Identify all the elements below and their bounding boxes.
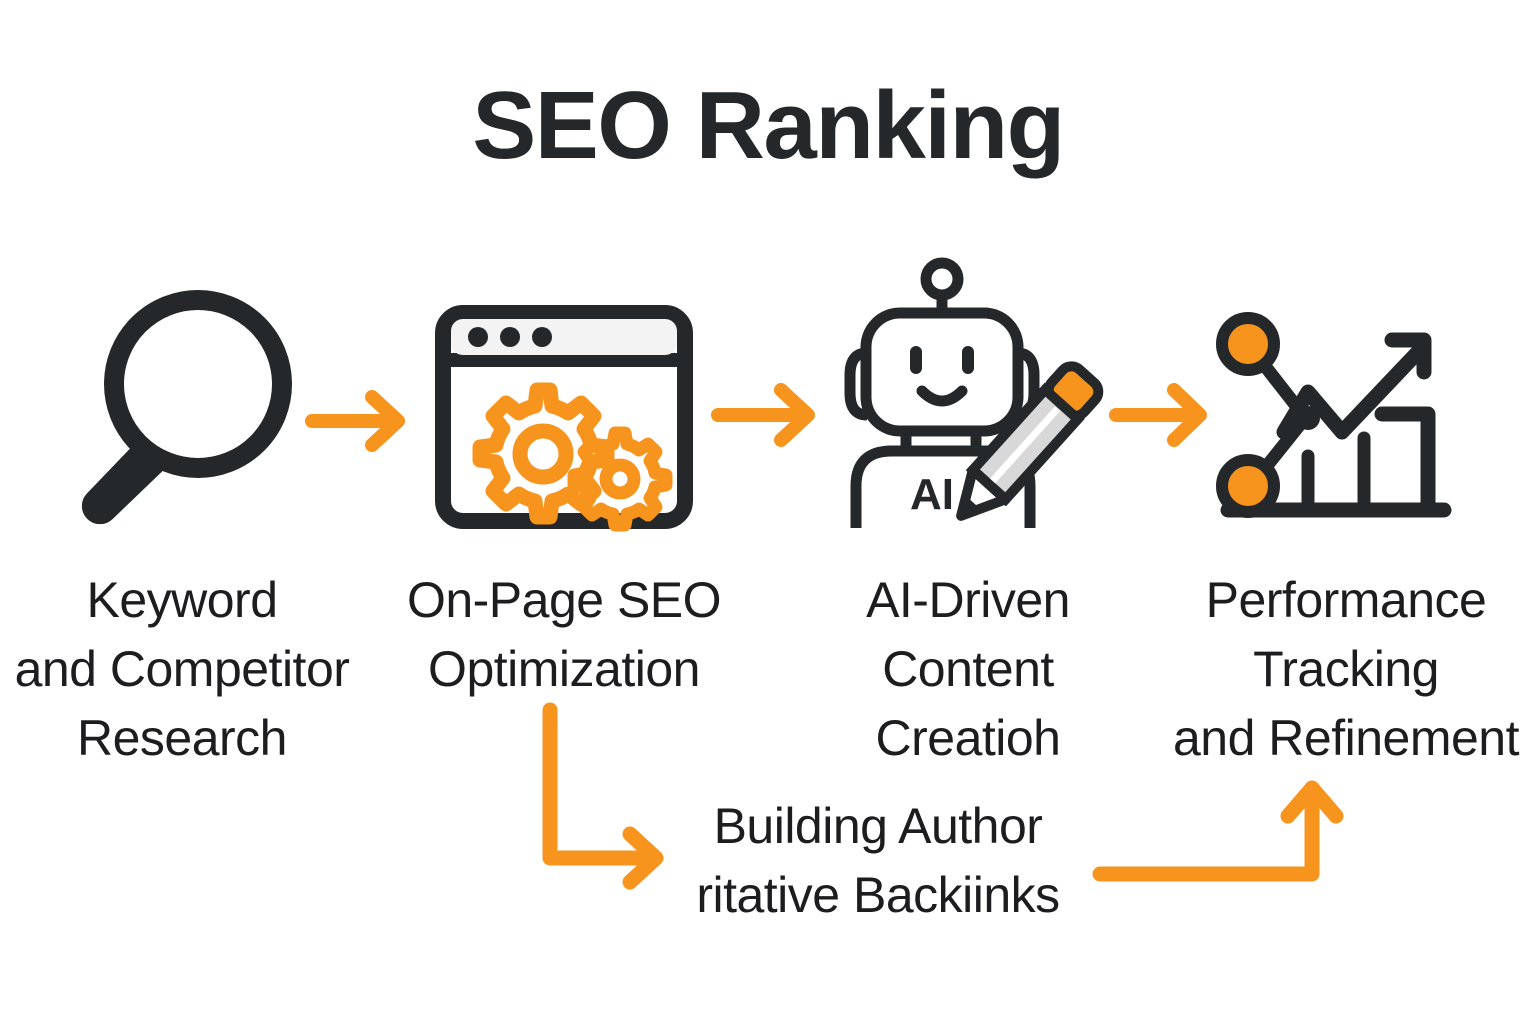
arrow-3-aicontent-to-performance [1109,380,1222,450]
growth-chart-icon [1196,296,1460,536]
step-label-line: On-Page SEO [406,572,722,628]
branch-label-backlinks: Building Author ritative Backiinks [658,792,1098,930]
step-label-line: Optimization [428,641,700,697]
step-label-keyword-research: Keyword and Competitor Research [0,566,382,773]
step-label-line: Keyword [86,572,278,628]
step-label-line: and Competitor [14,641,350,697]
arrow-2-onpage-to-aicontent [711,380,827,450]
branch-label-line: ritative Backiinks [696,867,1060,923]
arrow-5-backlinks-to-performance [1090,778,1350,888]
robot-with-pencil-icon: AI [834,256,1114,542]
step-label-line: Research [77,710,288,766]
step-label-line: Performance [1205,572,1487,628]
step-label-line: Tracking [1253,641,1439,697]
step-label-line: and Refinement [1172,710,1520,766]
step-label-performance-tracking: Performance Tracking and Refinement [1150,566,1536,773]
step-label-on-page-seo: On-Page SEO Optimization [394,566,734,704]
step-label-line: Creatioh [875,710,1062,766]
arrow-4-onpage-to-backlinks [530,700,690,890]
page-title: SEO Ranking [472,72,1065,179]
browser-window-gears-icon [434,304,694,532]
step-label-line: AI-Driven [866,572,1070,628]
branch-label-line: Building Author [713,798,1043,854]
step-label-ai-content: AI-Driven Content Creatioh [818,566,1118,773]
magnifying-glass-icon [68,286,308,526]
robot-ai-label: AI [910,470,954,519]
step-label-line: Content [882,641,1054,697]
arrow-1-keyword-to-onpage [305,386,416,456]
